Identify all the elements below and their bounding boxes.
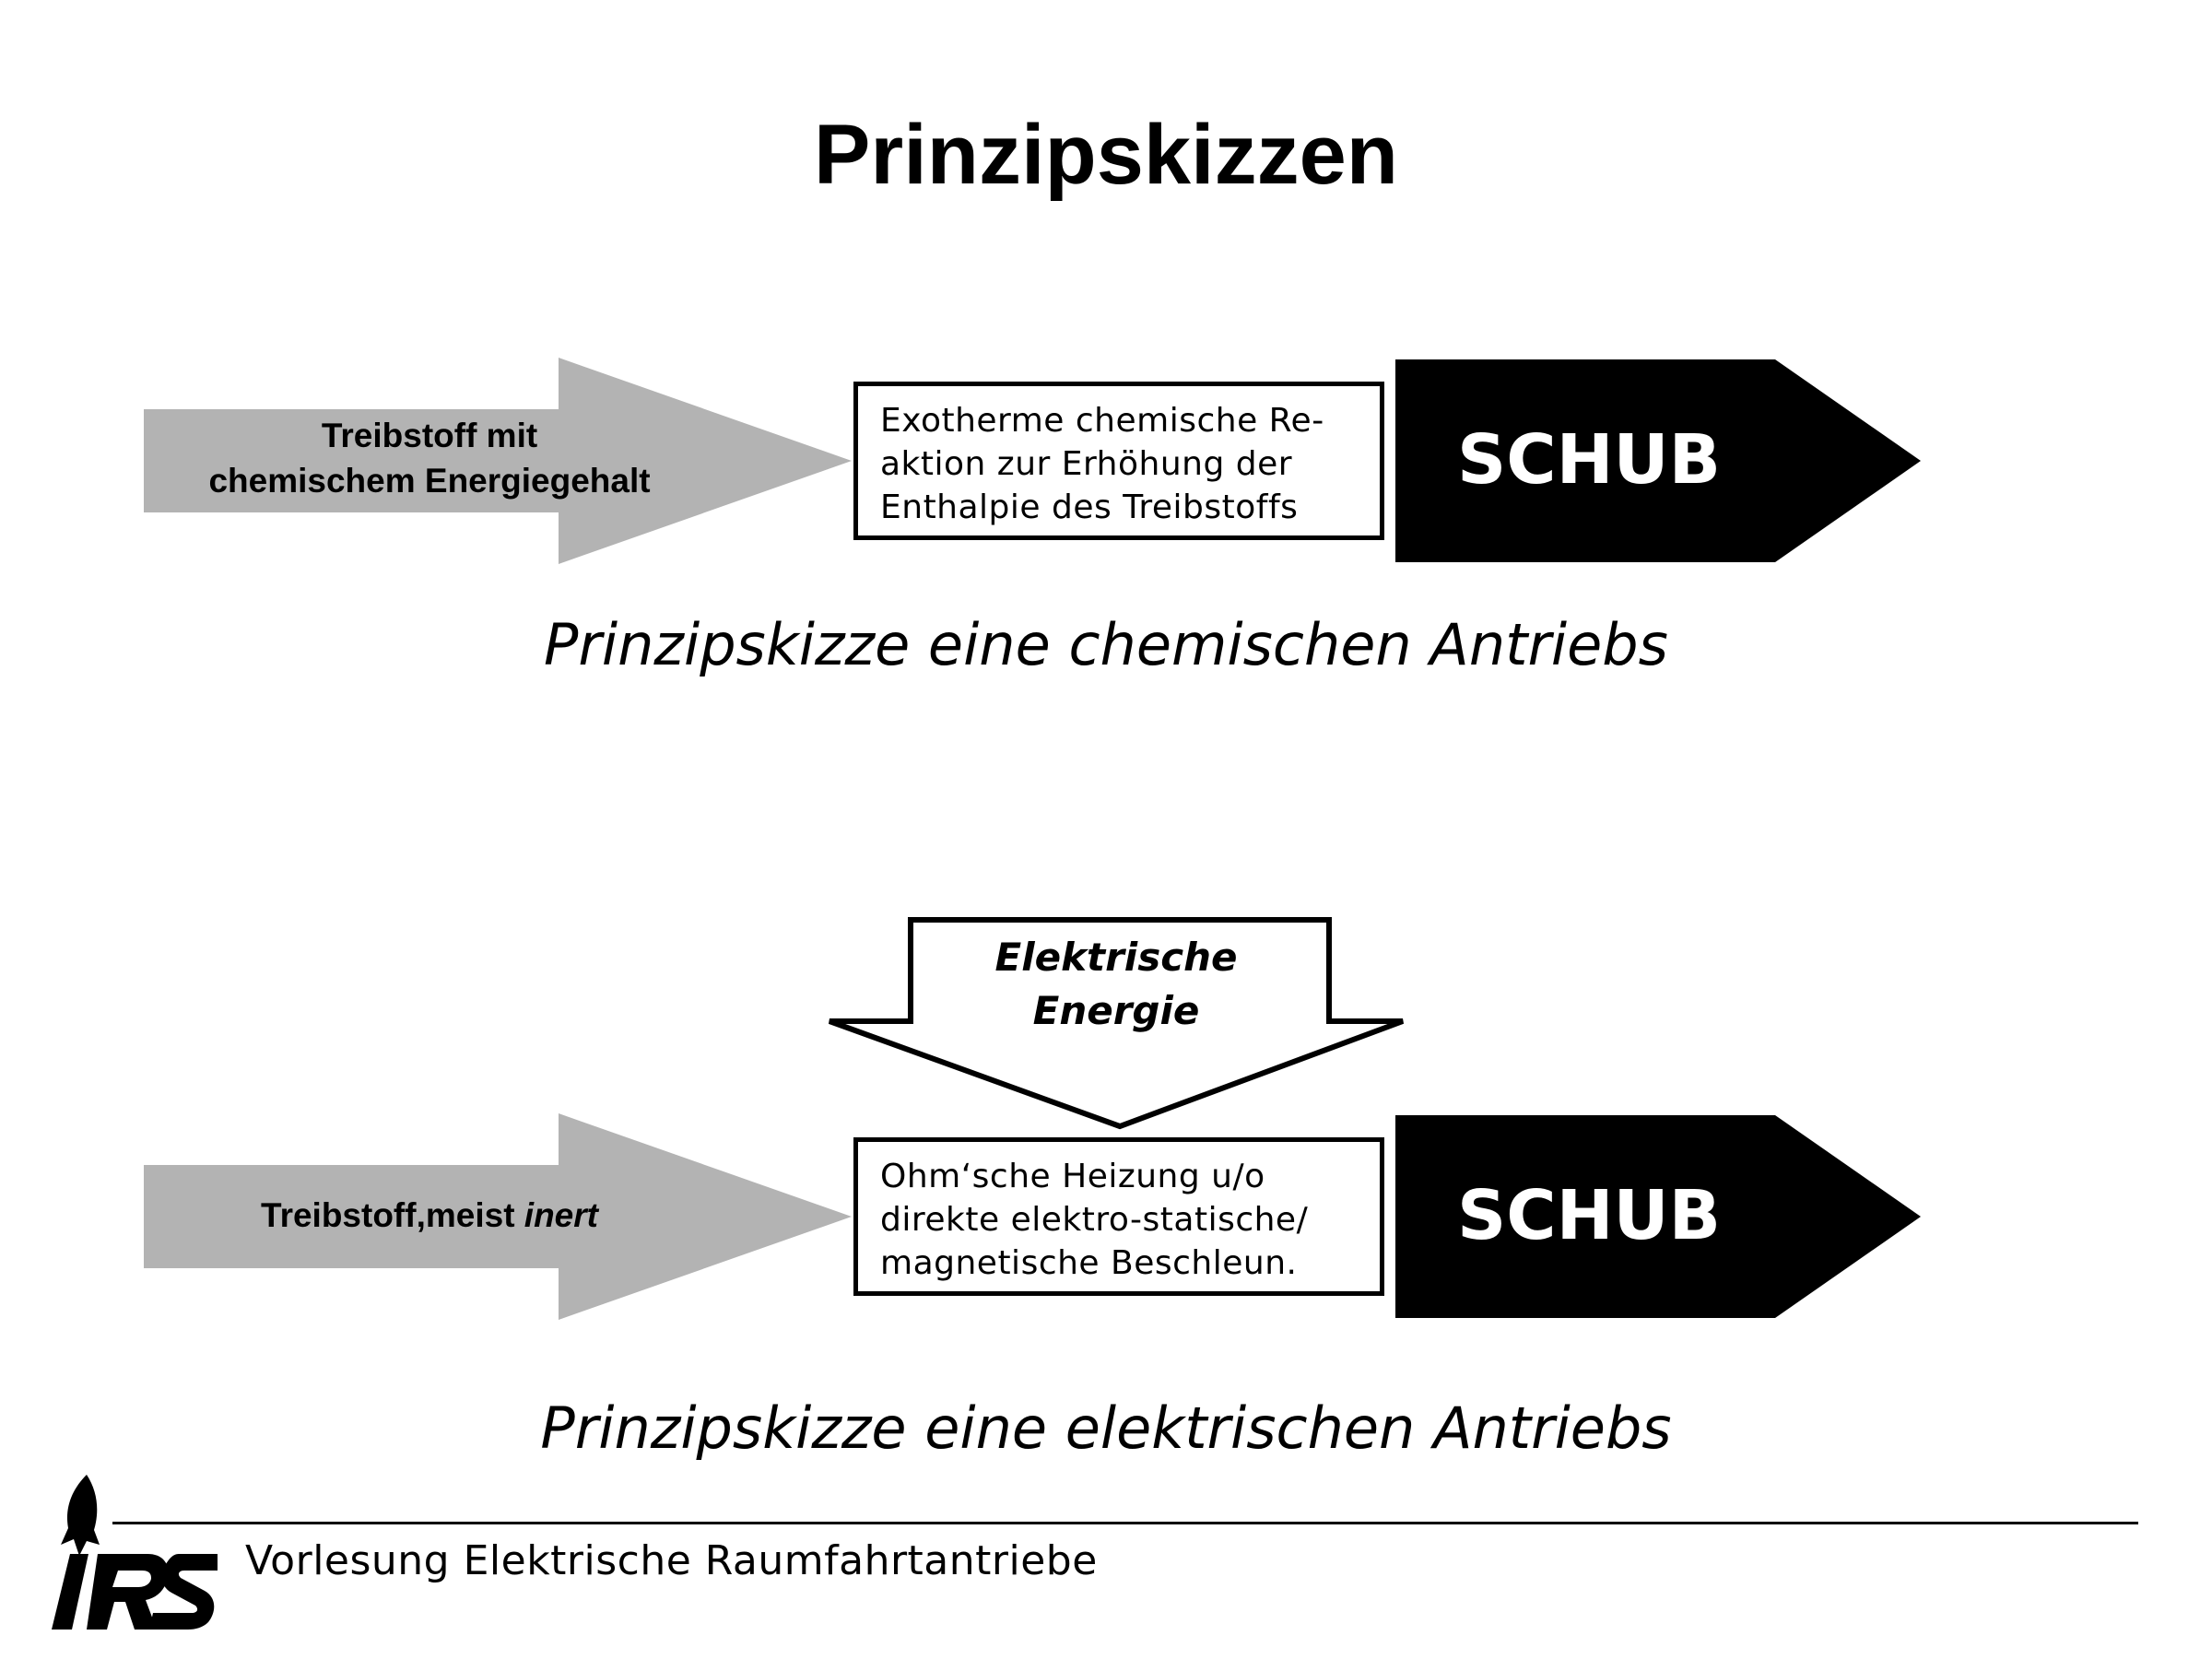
electric-propulsion-diagram: Elektrische Energie Treibstoff,meist ine… <box>0 912 2212 1484</box>
logo-letter-r <box>87 1554 169 1630</box>
electric-energy-arrow <box>828 917 1405 1130</box>
thrust-arrow <box>1395 1115 1921 1318</box>
propellant-label: Treibstoff mit chemischem Energiegehalt <box>144 413 715 503</box>
propellant-input-arrow <box>144 358 852 564</box>
process-line: direkte elektro-statische/ <box>880 1201 1309 1239</box>
energy-label-line2: Energie <box>1032 988 1200 1033</box>
energy-arrow-shape <box>828 917 1405 1130</box>
process-box: Ohm‘sche Heizung u/o direkte elektro-sta… <box>853 1137 1384 1296</box>
thrust-arrow-shape <box>1395 1115 1921 1318</box>
thrust-arrow-shape <box>1395 359 1921 562</box>
rocket-icon <box>61 1475 100 1556</box>
thrust-label: SCHUB <box>1456 1176 1722 1255</box>
thrust-arrow <box>1395 359 1921 562</box>
electric-energy-label: Elektrische Energie <box>938 931 1294 1038</box>
footer-course-title: Vorlesung Elektrische Raumfahrtantriebe <box>245 1537 1098 1584</box>
irs-logo <box>52 1475 218 1630</box>
process-line: Exotherme chemische Re- <box>880 402 1324 440</box>
electric-caption: Prinzipskizze eine elektrischen Antriebs <box>540 1394 1672 1462</box>
propellant-label-main: Treibstoff,meist <box>261 1196 524 1234</box>
process-line: aktion zur Erhöhung der <box>880 445 1293 483</box>
propellant-label-line2: chemischem Energiegehalt <box>208 462 651 500</box>
chemical-caption: Prinzipskizze eine chemischen Antriebs <box>544 611 1668 678</box>
logo-letter-i <box>52 1554 88 1630</box>
propellant-arrow-shape <box>144 358 852 564</box>
logo-letter-s <box>149 1554 218 1630</box>
process-box: Exotherme chemische Re- aktion zur Erhöh… <box>853 382 1384 540</box>
propellant-label: Treibstoff,meist inert <box>144 1193 715 1238</box>
propellant-arrow-shape <box>144 1113 852 1320</box>
propellant-input-arrow <box>144 1113 852 1320</box>
page-title: Prinzipskizzen <box>814 108 1398 202</box>
process-line: magnetische Beschleun. <box>880 1244 1298 1282</box>
chemical-propulsion-diagram: Treibstoff mit chemischem Energiegehalt … <box>0 341 2212 765</box>
propellant-label-inert: inert <box>524 1196 598 1234</box>
propellant-label-line1: Treibstoff mit <box>321 417 538 454</box>
thrust-label: SCHUB <box>1456 420 1722 500</box>
energy-label-line1: Elektrische <box>994 935 1238 980</box>
process-line: Ohm‘sche Heizung u/o <box>880 1158 1265 1195</box>
footer-divider <box>112 1522 2138 1524</box>
process-line: Enthalpie des Treibstoffs <box>880 488 1299 526</box>
